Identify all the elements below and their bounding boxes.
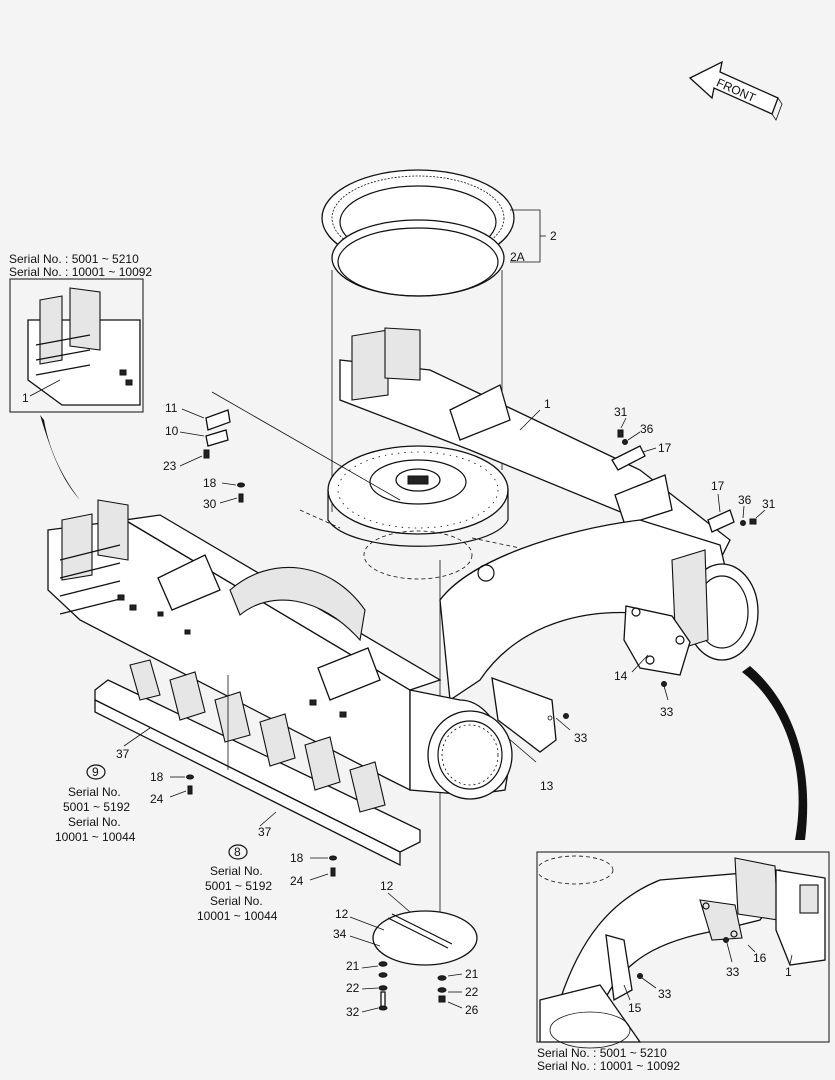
callout-23: 23: [163, 459, 177, 473]
callout-17-a: 17: [658, 441, 672, 455]
under-cover-12: [372, 910, 478, 966]
center-turntable: [327, 445, 509, 580]
callout-11: 11: [165, 401, 178, 415]
callout-26: 26: [465, 1003, 479, 1017]
callout-33-d: 33: [658, 987, 672, 1001]
callout-34: 34: [333, 927, 347, 941]
inset-pointer-arrow-icon: [40, 415, 80, 500]
variant-8-line-1: Serial No.: [210, 864, 263, 878]
callout-24-low: 24: [290, 874, 304, 888]
callout-33-b: 33: [574, 731, 588, 745]
lower-frame-right-leg: [439, 519, 759, 702]
callout-18-mid: 18: [150, 770, 164, 784]
track-guard-upper: [94, 659, 421, 867]
inset-frame-leg-detail: [536, 855, 826, 1049]
front-arrow-icon: FRONT: [688, 60, 783, 121]
callout-18-low: 18: [290, 851, 304, 865]
callout-18-top: 18: [203, 476, 217, 490]
inset-pointer-arrow-br-icon: [742, 666, 808, 840]
callout-32: 32: [346, 1005, 360, 1019]
variant-9-line-1: Serial No.: [68, 785, 121, 799]
callout-2: 2: [550, 229, 557, 243]
swing-bearing-ring: [321, 169, 515, 297]
variant-9-symbol: 9: [86, 764, 106, 780]
lower-frame-main: [47, 499, 442, 792]
callout-2a: 2A: [510, 250, 525, 264]
callout-31-b: 31: [762, 497, 776, 511]
callout-1-main: 1: [544, 397, 551, 411]
serial-note-top-left-1: Serial No. : 5001 ~ 5210: [9, 252, 139, 266]
inset-track-frame-end: [27, 287, 141, 406]
serial-note-bottom-right-1: Serial No. : 5001 ~ 5210: [537, 1046, 667, 1060]
variant-8-label: 8: [234, 845, 241, 859]
callout-13: 13: [540, 779, 554, 793]
callout-22-a: 22: [346, 981, 360, 995]
callout-12-a: 12: [380, 879, 394, 893]
callout-10: 10: [165, 424, 179, 438]
callout-15: 15: [628, 1001, 642, 1015]
variant-9-line-4: 10001 ~ 10044: [55, 830, 136, 844]
variant-8-symbol: 8: [228, 844, 248, 860]
callout-36-a: 36: [640, 422, 654, 436]
callout-16: 16: [753, 951, 767, 965]
callout-1-inset: 1: [22, 391, 29, 405]
callout-37-a: 37: [116, 747, 130, 761]
plate-11: [205, 409, 231, 431]
callout-12-b: 12: [335, 907, 349, 921]
callout-21-a: 21: [346, 959, 360, 973]
serial-note-top-left-2: Serial No. : 10001 ~ 10092: [9, 265, 152, 279]
callout-36-b: 36: [738, 493, 752, 507]
variant-9-line-3: Serial No.: [68, 815, 121, 829]
callout-37-b: 37: [258, 825, 272, 839]
variant-8-line-3: Serial No.: [210, 894, 263, 908]
callout-24-mid: 24: [150, 792, 164, 806]
variant-9-label: 9: [92, 765, 99, 779]
callout-14: 14: [614, 669, 628, 683]
serial-note-bottom-right-2: Serial No. : 10001 ~ 10092: [537, 1059, 680, 1073]
variant-8-line-2: 5001 ~ 5192: [205, 879, 272, 893]
plate-10: [205, 429, 229, 447]
cover-13: [491, 677, 557, 753]
lower-frame-front-leg: [409, 689, 513, 800]
callout-1-inset-br: 1: [785, 965, 792, 979]
callout-33-a: 33: [660, 705, 674, 719]
callout-17-b: 17: [711, 479, 725, 493]
variant-9-line-2: 5001 ~ 5192: [63, 800, 130, 814]
cover-14: [623, 605, 691, 676]
callout-31-a: 31: [614, 405, 628, 419]
callout-30: 30: [203, 497, 217, 511]
callout-22-b: 22: [465, 985, 479, 999]
variant-8-line-4: 10001 ~ 10044: [197, 909, 278, 923]
callout-33-c: 33: [726, 965, 740, 979]
callout-21-b: 21: [465, 967, 479, 981]
